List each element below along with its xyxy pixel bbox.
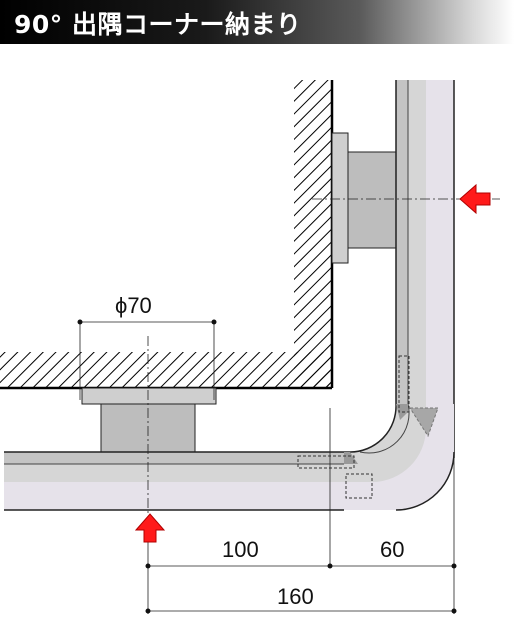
page-title: 90° 出隅コーナー納まり bbox=[14, 10, 302, 39]
wall-vertical bbox=[294, 80, 334, 388]
diameter-dimension: ϕ70 bbox=[77, 293, 217, 400]
arrow-left-icon bbox=[459, 183, 491, 215]
pipe-vertical bbox=[395, 80, 455, 458]
length-dimensions: 100 60 160 bbox=[145, 408, 457, 614]
pipe-horizontal bbox=[4, 451, 350, 511]
center-lines bbox=[147, 198, 500, 538]
dimension-100: 100 bbox=[222, 537, 259, 562]
arrow-up-icon bbox=[134, 513, 166, 543]
title-bar: 90° 出隅コーナー納まり bbox=[0, 0, 514, 44]
diameter-label: ϕ70 bbox=[115, 293, 152, 318]
wall-fitting-vertical bbox=[331, 132, 397, 264]
wall-fitting-horizontal bbox=[81, 387, 217, 455]
wall-horizontal bbox=[0, 352, 332, 390]
dimension-160: 160 bbox=[277, 584, 314, 609]
pipe-elbow bbox=[297, 355, 455, 511]
dimension-60: 60 bbox=[380, 537, 404, 562]
